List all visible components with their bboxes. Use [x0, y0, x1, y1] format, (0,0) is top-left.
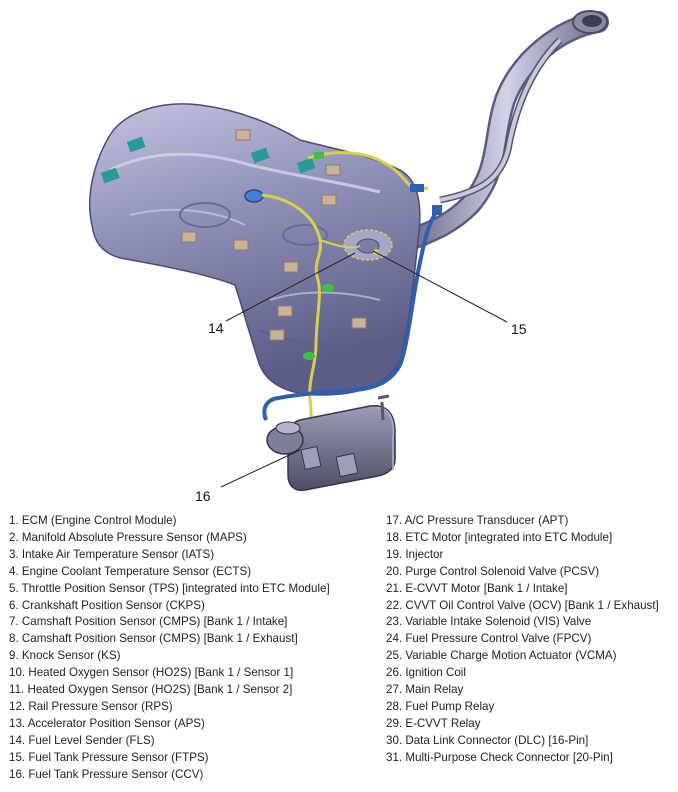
legend-item: 13. Accelerator Position Sensor (APS): [9, 716, 205, 730]
legend-item: 16. Fuel Tank Pressure Sensor (CCV): [9, 767, 204, 781]
legend-item: 18. ETC Motor [integrated into ETC Modul…: [386, 530, 613, 544]
fuel-tank-diagram: [88, 10, 609, 492]
filler-neck: [404, 10, 609, 249]
legend-item: 5. Throttle Position Sensor (TPS) [integ…: [9, 581, 330, 595]
legend-item: 10. Heated Oxygen Sensor (HO2S) [Bank 1 …: [9, 666, 294, 680]
legend-item: 29. E-CVVT Relay: [386, 716, 481, 730]
legend-item: 24. Fuel Pressure Control Valve (FPCV): [386, 632, 592, 646]
callout-leaders: [220, 250, 508, 488]
legend-item: 8. Camshaft Position Sensor (CMPS) [Bank…: [9, 632, 298, 646]
legend-item: 12. Rail Pressure Sensor (RPS): [9, 699, 173, 713]
legend-item: 14. Fuel Level Sender (FLS): [9, 733, 155, 747]
legend-item: 26. Ignition Coil: [386, 666, 466, 680]
canister: [266, 394, 396, 492]
legend-item: 31. Multi-Purpose Check Connector [20-Pi…: [386, 750, 613, 764]
callout-15: 15: [511, 321, 527, 337]
legend-item: 17. A/C Pressure Transducer (APT): [386, 514, 569, 527]
legend-item: 15. Fuel Tank Pressure Sensor (FTPS): [9, 750, 209, 764]
legend-item: 3. Intake Air Temperature Sensor (IATS): [9, 547, 215, 561]
legend-item: 28. Fuel Pump Relay: [386, 699, 495, 713]
legend-column-right: 17. A/C Pressure Transducer (APT) 18. ET…: [386, 513, 659, 767]
legend-item: 11. Heated Oxygen Sensor (HO2S) [Bank 1 …: [9, 683, 293, 697]
legend-item: 19. Injector: [386, 547, 444, 561]
legend-item: 1. ECM (Engine Control Module): [9, 514, 177, 527]
legend-item: 27. Main Relay: [386, 683, 464, 697]
legend-item: 22. CVVT Oil Control Valve (OCV) [Bank 1…: [386, 598, 659, 612]
legend-item: 2. Manifold Absolute Pressure Sensor (MA…: [9, 530, 247, 544]
legend-item: 7. Camshaft Position Sensor (CMPS) [Bank…: [9, 615, 288, 629]
wiring-harness: [261, 151, 429, 421]
legend-item: 25. Variable Charge Motion Actuator (VCM…: [386, 649, 617, 663]
legend-item: 30. Data Link Connector (DLC) [16-Pin]: [386, 733, 589, 747]
legend-item: 21. E-CVVT Motor [Bank 1 / Intake]: [386, 581, 568, 595]
callout-16: 16: [195, 488, 211, 504]
legend-item: 4. Engine Coolant Temperature Sensor (EC…: [9, 564, 252, 578]
vapor-hose: [262, 184, 442, 421]
legend-column-left: 1. ECM (Engine Control Module) 2. Manifo…: [9, 513, 330, 784]
legend-item: 6. Crankshaft Position Sensor (CKPS): [9, 598, 205, 612]
callout-14: 14: [208, 320, 224, 336]
legend-item: 9. Knock Sensor (KS): [9, 649, 121, 663]
legend-item: 20. Purge Control Solenoid Valve (PCSV): [386, 564, 600, 578]
fuel-tank: [88, 103, 421, 396]
legend-item: 23. Variable Intake Solenoid (VIS) Valve: [386, 615, 592, 629]
